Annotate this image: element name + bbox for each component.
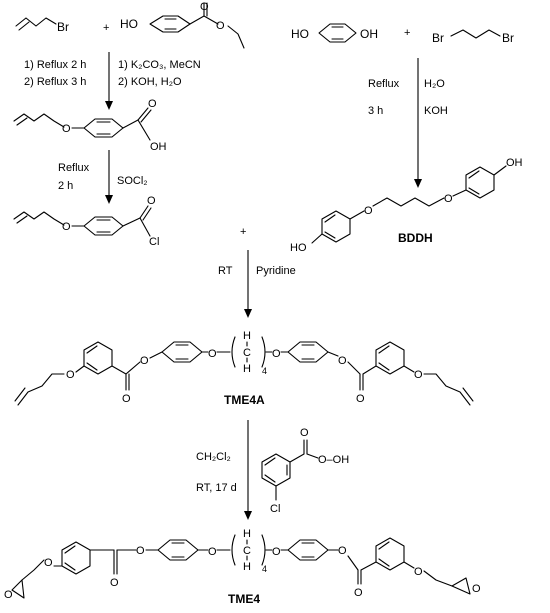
step1-condition-left-1: 1) Reflux 2 h [24,59,86,71]
bddh-condition-right-1: H₂O [424,78,445,90]
ester-oxygen-label: O [136,545,145,557]
allyl-bromide-structure: Br [15,17,69,34]
ester-oxygen-label: O [140,355,149,367]
ether-oxygen-label: O [62,123,71,135]
step1-condition-right-2: 2) KOH, H₂O [118,76,182,88]
ester-oxygen-label: O [216,20,225,32]
plus-sign: + [103,22,109,34]
carbonyl-oxygen-label: O [122,393,131,405]
allyloxybenzoic-acid-structure: O O OH [13,98,167,153]
tme4a-structure: O O O O H C H 4 O O O [14,330,474,407]
tme4a-compound-label: TME4A [224,393,265,407]
carbonyl-oxygen-label: O [300,427,309,439]
epoxide-oxygen-label: O [472,583,481,595]
tme4-compound-label: TME4 [228,592,260,606]
ether-oxygen-label: O [414,566,423,578]
reaction-arrow-step1 [105,52,113,110]
ether-oxygen-label: O [62,221,71,233]
carbonyl-oxygen-label: O [147,195,156,207]
hydrogen-top-label: H [243,330,251,342]
reaction-arrow-bddh [414,58,422,188]
reaction-arrow-coupling [244,250,252,318]
bddh-condition-right-2: KOH [424,105,448,117]
epoxide-oxygen-label: O [4,589,13,601]
coupling-condition-right: Pyridine [256,265,296,277]
hydrogen-top-label: H [243,528,251,540]
carbonyl-oxygen-label: O [356,393,365,405]
ether-oxygen-label: O [44,557,53,569]
dibromobutane-structure: Br Br [432,29,514,45]
tme4-structure: O O O O O H C H 4 O O [4,528,481,606]
bromine-left-label: Br [432,31,444,45]
ether-oxygen-label: O [414,369,423,381]
epoxidation-condition-left-2: RT, 17 d [196,482,237,494]
carbon-label: C [243,347,251,359]
bddh-condition-left-1: Reflux [368,78,400,90]
ether-oxygen-label: O [272,348,281,360]
hydrogen-bottom-label: H [243,363,251,375]
hydroxy-right-label: OH [506,157,523,169]
plus-sign: + [240,226,246,238]
ether-oxygen-left-label: O [364,205,373,217]
reaction-arrow-step2 [105,150,113,204]
ethyl-paraben-structure: HO O O [120,1,245,49]
carbonyl-oxygen-label: O [110,577,119,589]
acid-chloride-structure: O O Cl [13,195,159,248]
hydroquinone-structure: HO OH [291,23,378,43]
bromine-right-label: Br [502,31,514,45]
repeat-count-label: 4 [262,366,267,376]
ether-oxygen-label: O [208,348,217,360]
repeat-count-label: 4 [262,564,267,574]
epoxidation-condition-left-1: CH₂Cl₂ [196,451,231,463]
reaction-arrow-epoxidation [244,420,252,520]
carbonyl-oxygen-label: O [354,587,363,599]
hydroxy-left-label: HO [291,27,309,41]
bddh-structure: HO O O OH BDDH [290,157,523,254]
mcpba-structure: O O–OH Cl [261,427,349,515]
hydroxy-label: HO [290,242,307,254]
hydrogen-bottom-label: H [243,561,251,573]
step1-condition-left-2: 2) Reflux 3 h [24,76,86,88]
chloride-label: Cl [270,503,280,515]
step2-condition-left-2: 2 h [58,180,73,192]
bddh-condition-left-2: 3 h [368,105,383,117]
carbonyl-oxygen-label: O [200,1,209,13]
ether-oxygen-label: O [66,369,75,381]
ester-oxygen-label: O [338,545,347,557]
peroxy-group-label: O–OH [318,454,349,466]
ester-oxygen-label: O [338,355,347,367]
ether-oxygen-label: O [208,546,217,558]
step2-condition-right-1: SOCl₂ [117,175,148,187]
hydroxy-right-label: OH [360,27,378,41]
carbonyl-oxygen-label: O [148,98,157,110]
carbon-label: C [243,545,251,557]
step2-condition-left-1: Reflux [58,162,90,174]
plus-sign: + [404,27,410,39]
bromine-label: Br [57,20,69,34]
hydroxy-label: HO [120,17,138,31]
ether-oxygen-right-label: O [444,193,453,205]
chloride-label: Cl [149,236,159,248]
bddh-compound-label: BDDH [398,231,433,245]
hydroxyl-label: OH [150,141,167,153]
coupling-condition-left: RT [218,265,233,277]
step1-condition-right-1: 1) K₂CO₃, MeCN [118,59,201,71]
ether-oxygen-label: O [272,546,281,558]
